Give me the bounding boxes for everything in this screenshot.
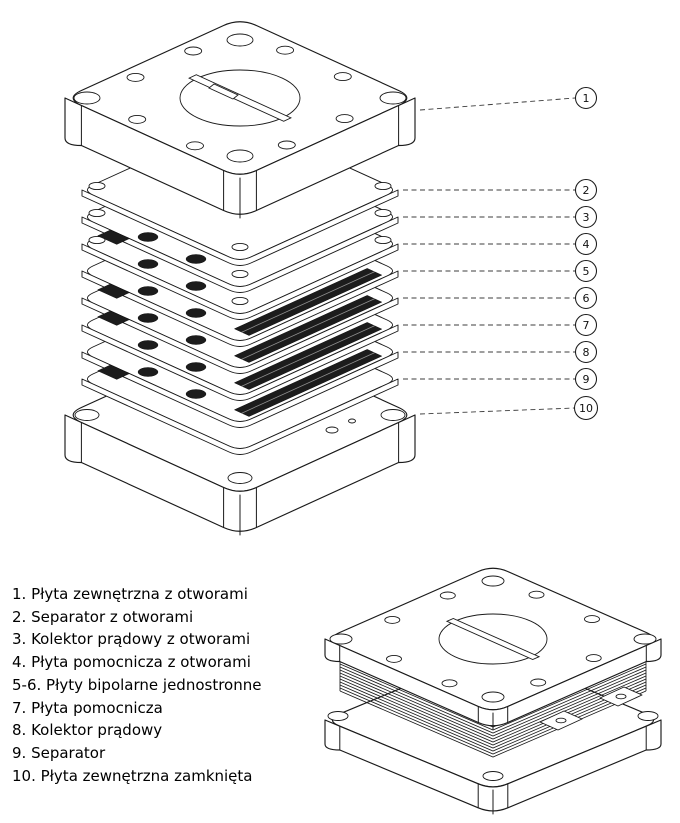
corner-holes bbox=[327, 711, 659, 781]
legend-item-2: 2. Separator z otworami bbox=[12, 607, 194, 626]
callouts: 1 2 3 4 5 6 7 8 9 10 bbox=[573, 86, 599, 421]
callout-9: 9 bbox=[574, 367, 598, 391]
svg-text:1: 1 bbox=[583, 92, 590, 105]
legend-item-10: 10. Płyta zewnętrzna zamknięta bbox=[12, 766, 253, 785]
legend-item-3: 3. Kolektor prądowy z otworami bbox=[12, 630, 251, 649]
exploded-plate-1-top bbox=[64, 21, 416, 219]
port-oval bbox=[137, 313, 159, 323]
svg-text:4: 4 bbox=[583, 238, 590, 251]
svg-text:10: 10 bbox=[579, 402, 593, 415]
port-oval bbox=[185, 362, 207, 372]
port-oval bbox=[137, 232, 159, 242]
stack-side-edges bbox=[339, 658, 647, 691]
corner-holes bbox=[329, 575, 657, 703]
port-oval bbox=[137, 286, 159, 296]
port-oval bbox=[137, 340, 159, 350]
port-oval bbox=[185, 335, 207, 345]
callout-8: 8 bbox=[574, 340, 598, 364]
assembled-view bbox=[324, 567, 662, 815]
port-oval bbox=[185, 389, 207, 399]
exploded-view bbox=[64, 21, 416, 536]
assembled-tab-lower bbox=[539, 710, 583, 731]
legend-item-5-6: 5-6. Płyty bipolarne jednostronne bbox=[12, 675, 262, 694]
svg-text:6: 6 bbox=[583, 292, 590, 305]
corner-boss-edges bbox=[339, 645, 647, 730]
slot-key-notch bbox=[208, 83, 239, 100]
collector-tab bbox=[97, 364, 131, 380]
port-oval bbox=[137, 259, 159, 269]
assembled-tab-upper bbox=[599, 686, 643, 707]
small-hole bbox=[325, 426, 339, 434]
svg-text:3: 3 bbox=[583, 211, 590, 224]
side-tab bbox=[97, 283, 131, 299]
svg-text:8: 8 bbox=[583, 346, 590, 359]
callout-3: 3 bbox=[574, 205, 598, 229]
corner-boss-edges bbox=[339, 725, 647, 815]
corner-boss-edges bbox=[80, 105, 400, 219]
legend: 1. Płyta zewnętrzna z otworami 2. Separa… bbox=[12, 583, 261, 787]
port-oval bbox=[185, 281, 207, 291]
callout-10: 10 bbox=[573, 395, 599, 421]
port-oval bbox=[137, 367, 159, 377]
svg-text:7: 7 bbox=[583, 319, 590, 332]
port-oval bbox=[185, 308, 207, 318]
legend-item-8: 8. Kolektor prądowy bbox=[12, 721, 163, 740]
svg-text:9: 9 bbox=[583, 373, 590, 386]
collector-tab bbox=[97, 229, 131, 245]
port-oval bbox=[185, 254, 207, 264]
corner-boss-edges bbox=[80, 422, 400, 536]
callout-6: 6 bbox=[574, 286, 598, 310]
corner-holes bbox=[73, 33, 407, 163]
callout-1: 1 bbox=[574, 86, 598, 110]
legend-item-1: 1. Płyta zewnętrzna z otworami bbox=[12, 585, 248, 603]
corner-holes bbox=[88, 208, 392, 279]
callout-7: 7 bbox=[574, 313, 598, 337]
callout-5: 5 bbox=[574, 259, 598, 283]
side-tab bbox=[97, 310, 131, 326]
corner-holes bbox=[74, 409, 406, 484]
callout-4: 4 bbox=[574, 232, 598, 256]
legend-item-4: 4. Płyta pomocnicza z otworami bbox=[12, 653, 251, 672]
bolt-holes bbox=[384, 590, 602, 688]
callout-2: 2 bbox=[574, 178, 598, 202]
bolt-holes bbox=[126, 45, 354, 151]
legend-item-7: 7. Płyta pomocnicza bbox=[12, 698, 163, 717]
tiny-hole bbox=[348, 418, 356, 424]
svg-text:2: 2 bbox=[583, 184, 590, 197]
assembled-top-plate bbox=[324, 567, 662, 730]
legend-item-9: 9. Separator bbox=[12, 743, 106, 762]
leader-lines bbox=[403, 97, 576, 415]
center-slot bbox=[445, 618, 541, 660]
svg-text:5: 5 bbox=[583, 265, 590, 278]
corner-holes bbox=[88, 181, 392, 252]
corner-holes bbox=[88, 235, 392, 306]
